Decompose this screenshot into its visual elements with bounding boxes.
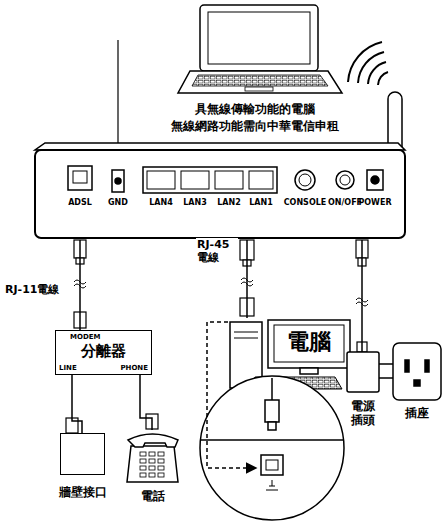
node-text: 電源 插頭	[350, 400, 376, 428]
router-node: ADSL GND LAN4 LAN3 LAN2 LAN1 CONSOLEON/OFFPOWE…	[35, 148, 405, 240]
port-label: LAN3	[183, 198, 207, 207]
node-text: 電腦	[287, 329, 331, 354]
node-text: 電話	[141, 490, 165, 504]
node-text: 分離器	[81, 343, 126, 360]
port-label: POWER	[358, 198, 391, 207]
cable	[246, 240, 248, 318]
node-text: 具無線傳輸功能的電腦	[195, 103, 315, 117]
laptop-node: 具無線傳輸功能的電腦無線網路功能需向中華電信申租	[165, 2, 345, 137]
node-text: 無線網路功能需向中華電信申租	[171, 120, 339, 134]
wifi-waves	[348, 42, 388, 85]
laptop-drawing	[178, 5, 342, 93]
router-drawing	[35, 40, 405, 238]
port-label: LAN4	[149, 198, 173, 207]
cable-label: RJ-45 電線	[196, 238, 238, 264]
cable	[72, 375, 82, 433]
port-label: CONSOLE	[284, 198, 327, 207]
node-text: 牆壁接口	[59, 486, 107, 500]
jack-inset	[200, 322, 344, 520]
port-label: ON/OFF	[328, 198, 362, 207]
wall-socket: 插座	[393, 343, 441, 400]
cable-breaks	[74, 278, 368, 306]
adapter-drawing	[347, 343, 441, 400]
cable	[140, 375, 152, 430]
node-text: LINE	[59, 364, 77, 372]
cable-label: RJ-11電線	[4, 283, 60, 296]
splitter-box: MODEM 分離器 LINE PHONE	[55, 330, 152, 375]
cable	[79, 240, 81, 330]
phone-drawing	[127, 434, 178, 482]
computer-node: 電腦	[228, 318, 353, 390]
node-text: MODEM	[70, 333, 100, 341]
wall-jack: 牆壁接口	[60, 433, 105, 475]
port-label: LAN1	[249, 198, 273, 207]
node-text: PHONE	[120, 364, 148, 372]
port-label: LAN2	[217, 198, 241, 207]
power-adapter: 電源 插頭	[347, 352, 379, 392]
port-label: ADSL	[68, 198, 92, 207]
cable	[361, 240, 363, 352]
node-text: 插座	[405, 407, 429, 421]
port-label: GND	[108, 198, 128, 207]
telephone: 電話	[127, 430, 179, 483]
